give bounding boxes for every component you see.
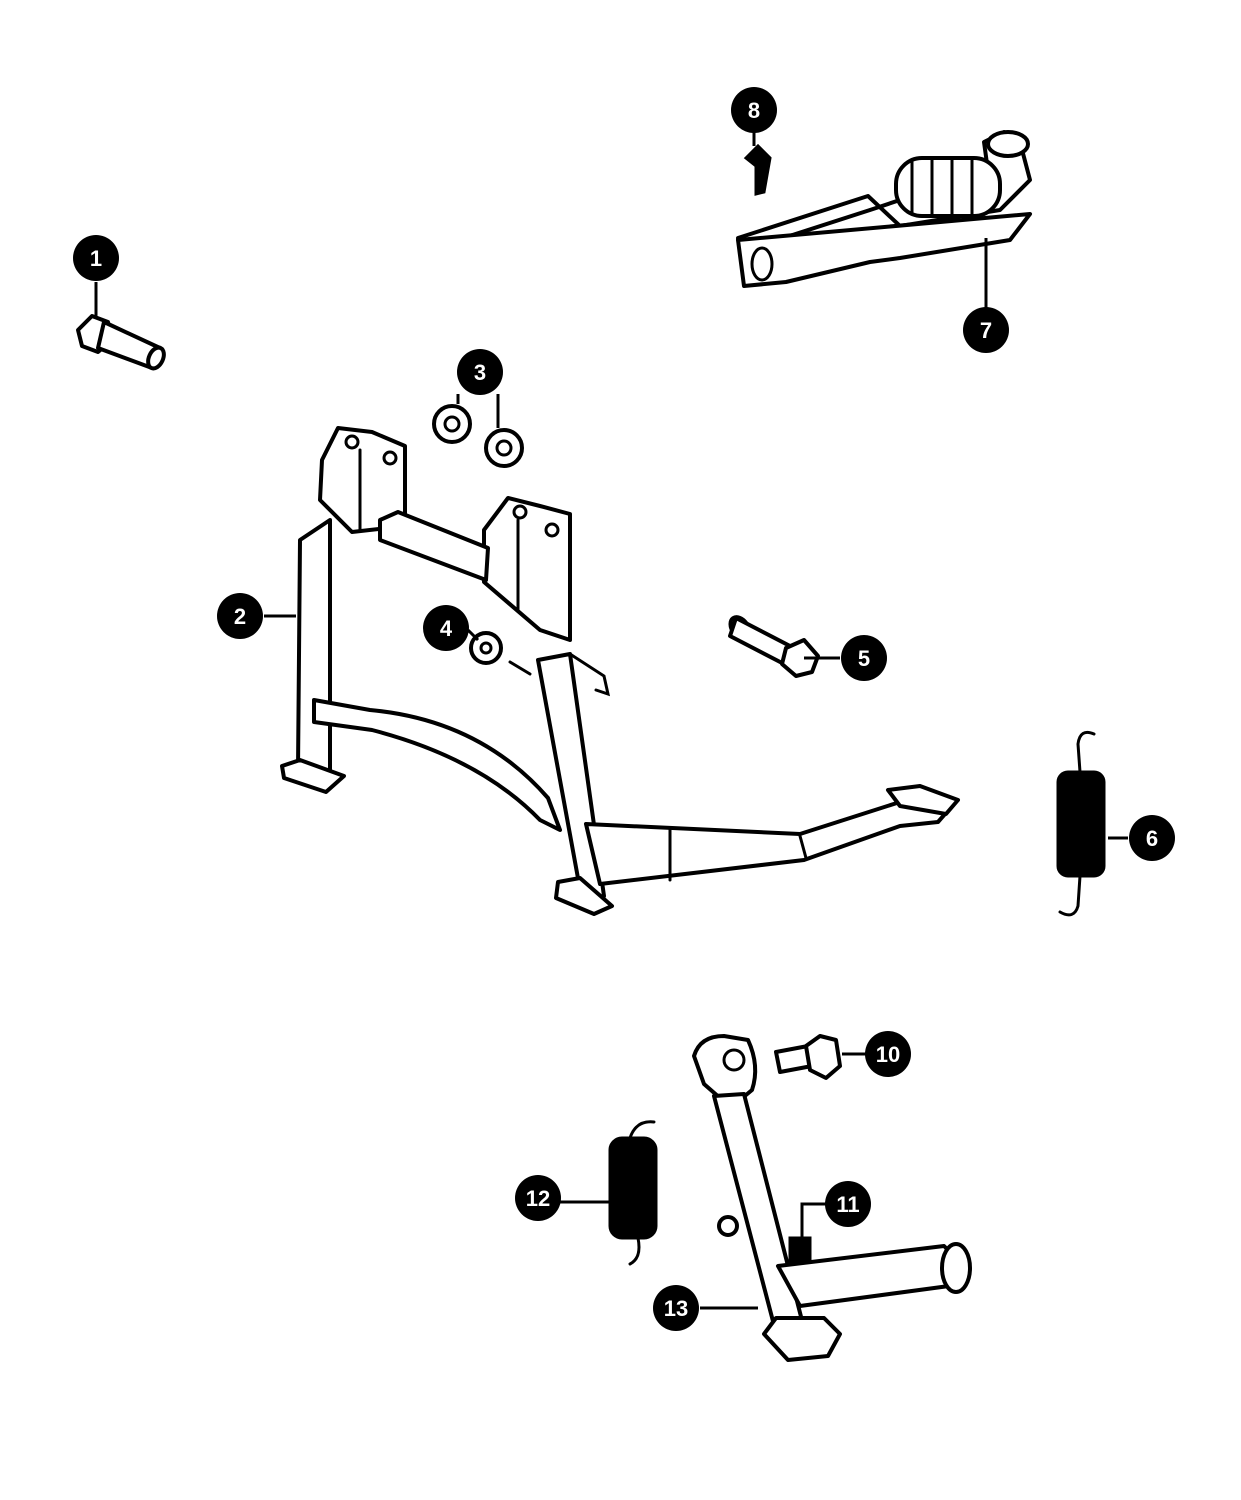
callout-8: 8 (731, 87, 777, 133)
spring-icon (1056, 730, 1106, 917)
callout-circle (217, 593, 263, 639)
callout-4: 4 (423, 605, 469, 651)
callout-7: 7 (963, 307, 1009, 353)
callout-number: 1 (90, 246, 102, 271)
callout-10: 10 (865, 1031, 911, 1077)
cotter-pin-icon (743, 143, 772, 196)
main-stand-icon (280, 426, 960, 916)
callout-number: 3 (474, 360, 486, 385)
nut-icon (469, 631, 532, 676)
callout-circle (841, 635, 887, 681)
callout-12: 12 (515, 1175, 561, 1221)
callout-2: 2 (217, 593, 263, 639)
side-stand-icon (692, 1034, 972, 1362)
callout-circle (457, 349, 503, 395)
callout-13: 13 (653, 1285, 699, 1331)
callout-6: 6 (1129, 815, 1175, 861)
callout-number: 8 (748, 98, 760, 123)
callout-number: 10 (876, 1042, 900, 1067)
callout-number: 6 (1146, 826, 1158, 851)
callout-1: 1 (73, 235, 119, 281)
callout-number: 11 (836, 1192, 859, 1217)
callout-circle (731, 87, 777, 133)
callout-number: 4 (440, 616, 453, 641)
bolt-icon (774, 1034, 842, 1080)
callout-number: 7 (980, 318, 992, 343)
callout-circle (825, 1181, 871, 1227)
callout-number: 13 (664, 1296, 688, 1321)
callout-5: 5 (841, 635, 887, 681)
callout-circle (515, 1175, 561, 1221)
callout-number: 2 (234, 604, 246, 629)
bolt-icon (76, 314, 166, 371)
callout-number: 5 (858, 646, 870, 671)
callout-circle (423, 605, 469, 651)
footrest-icon (736, 130, 1032, 288)
callout-circle (653, 1285, 699, 1331)
callout-circle (865, 1031, 911, 1077)
nut-pair-icon (432, 404, 524, 468)
bolt-icon (728, 615, 820, 678)
callout-circle (73, 235, 119, 281)
leader-lines (94, 130, 1128, 1310)
callout-number: 12 (526, 1186, 550, 1211)
callout-circle (963, 307, 1009, 353)
spring-icon (608, 1120, 658, 1266)
callout-11: 11 (825, 1181, 871, 1227)
callout-circle (1129, 815, 1175, 861)
callout-3: 3 (457, 349, 503, 395)
